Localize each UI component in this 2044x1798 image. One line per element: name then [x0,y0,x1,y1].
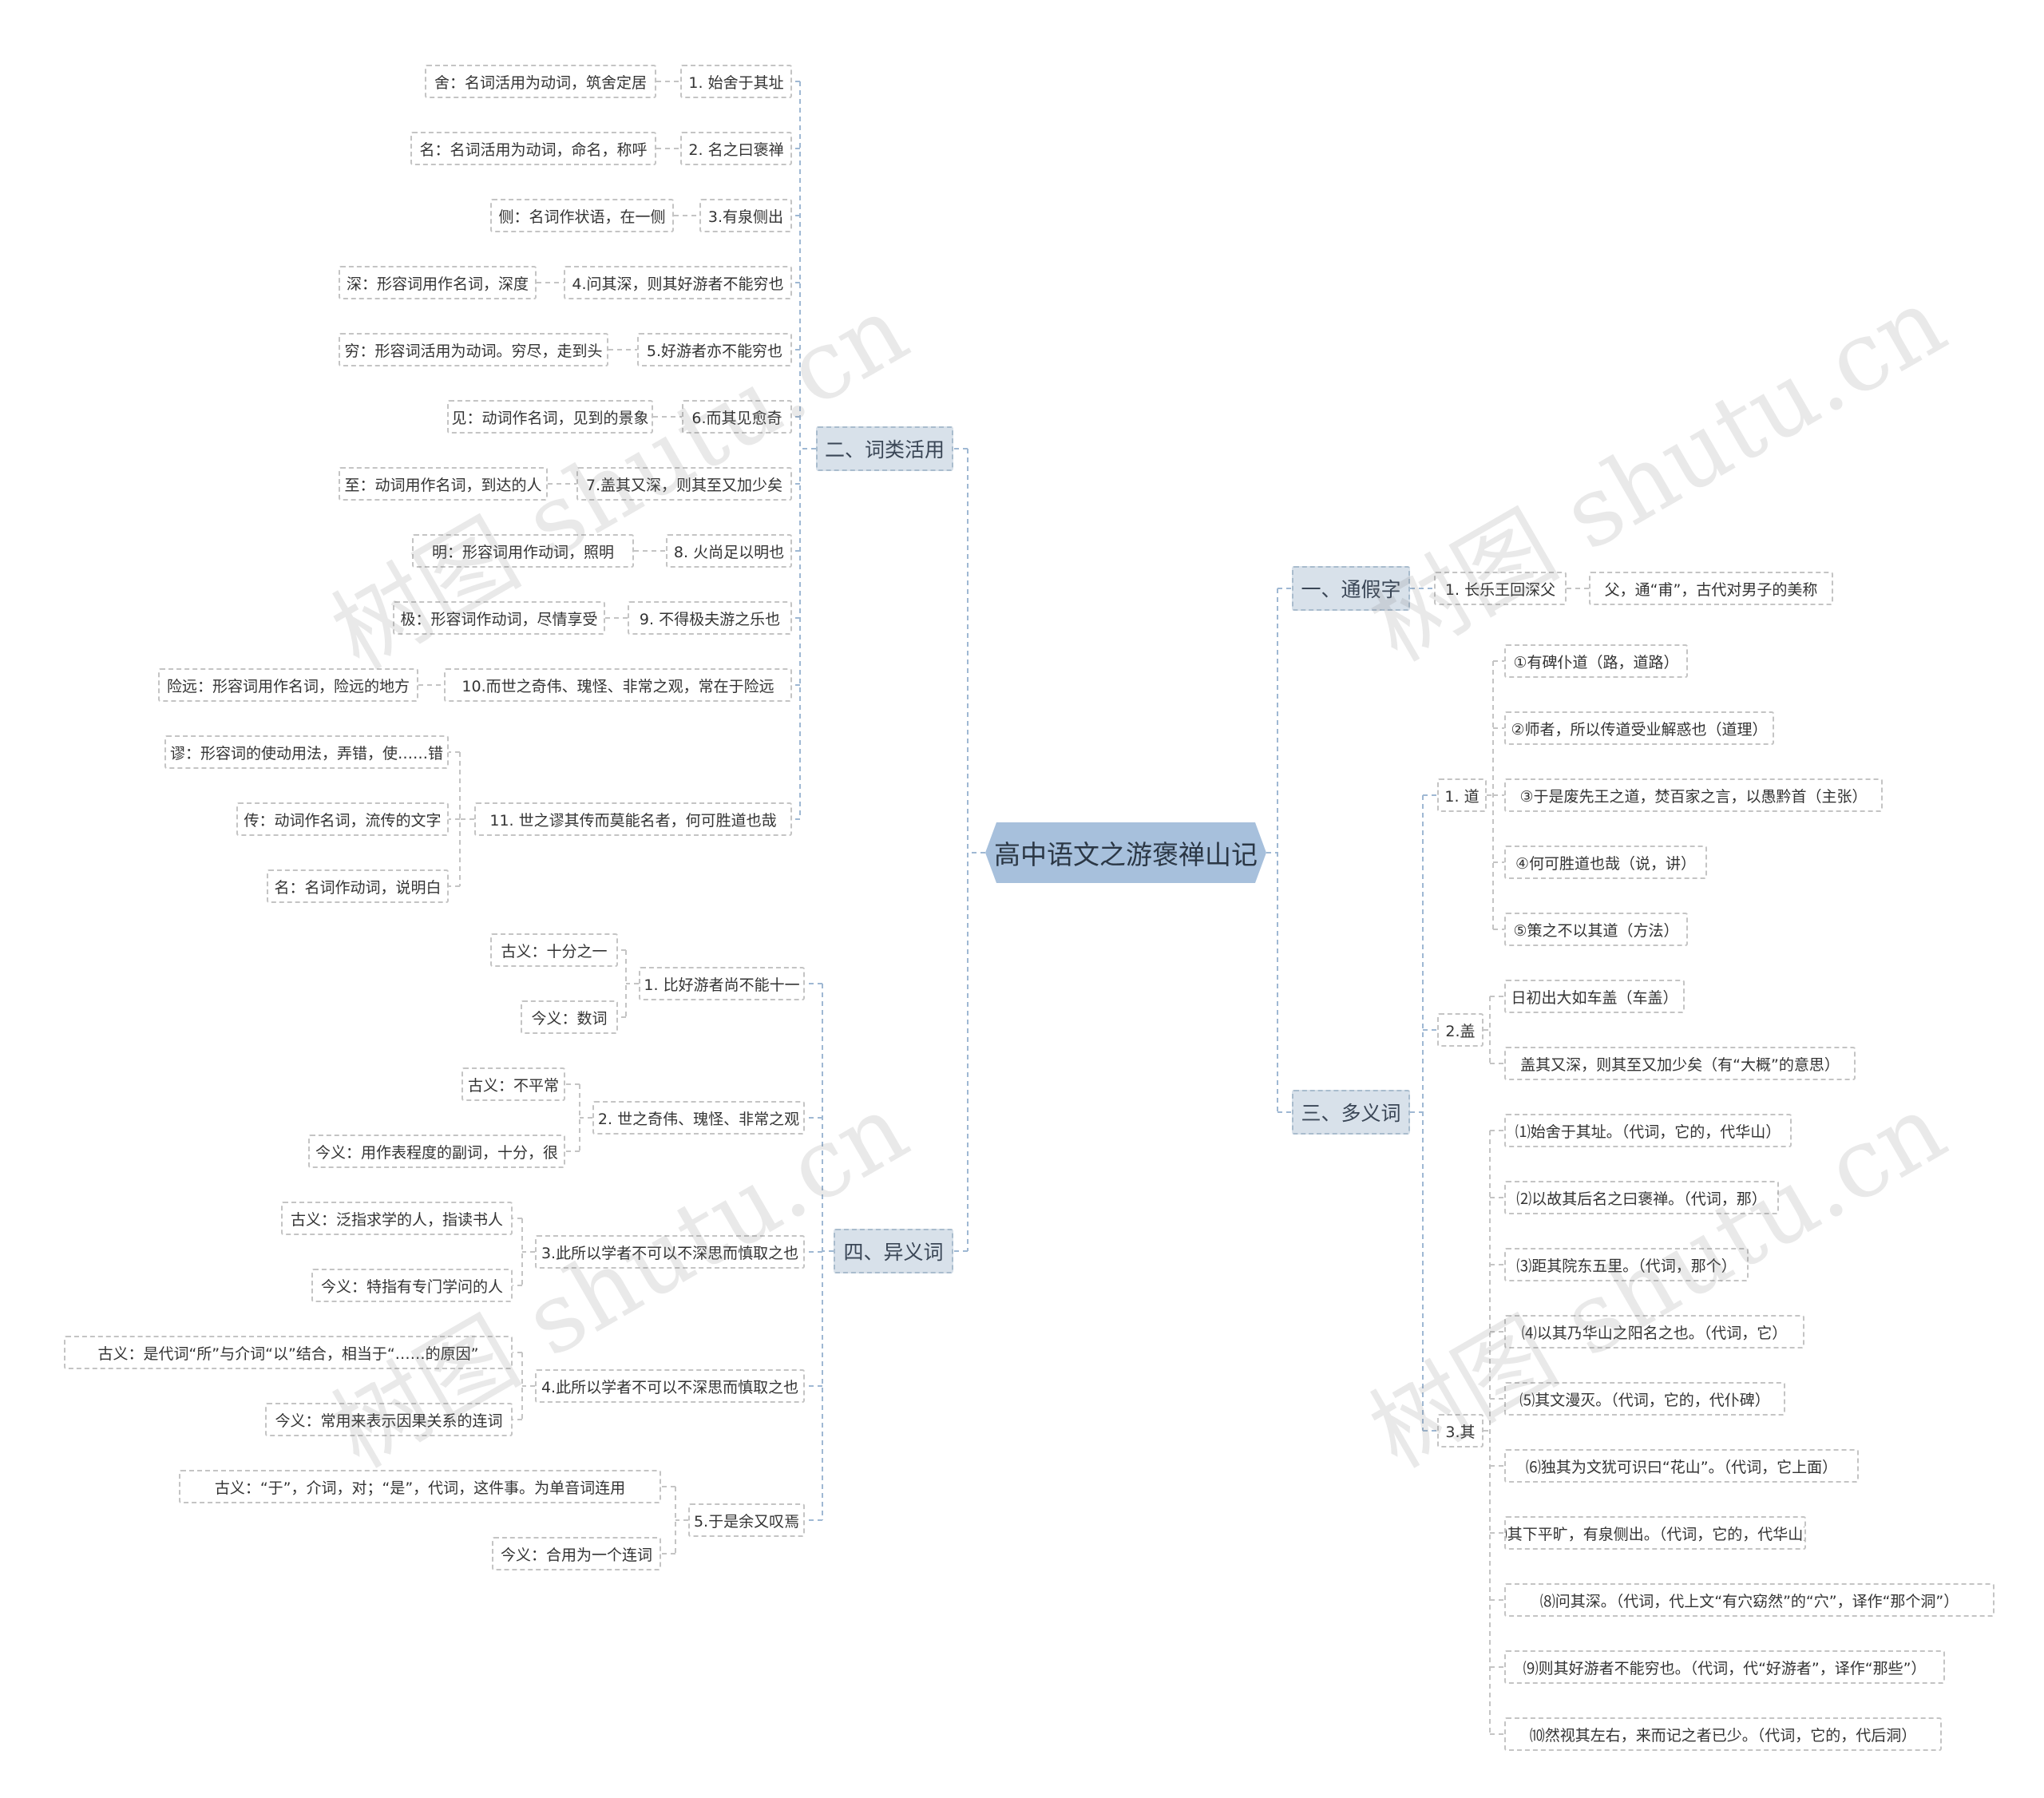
duoyi-note-1-4[interactable]: ④何可胜道也哉（说，讲） [1504,846,1707,879]
cilei-note-9[interactable]: 极：形容词作动词，尽情享受 [393,601,605,635]
cilei-note-6[interactable]: 见：动词作名词，见到的景象 [447,400,653,434]
cilei-note-1[interactable]: 舍：名词活用为动词，筑舍定居 [425,65,656,98]
duoyi-note-3-6[interactable]: ⑹独其为文犹可识曰“花山”。（代词，它上面） [1504,1449,1859,1483]
cilei-item-11[interactable]: 11. 世之谬其传而莫能名者，何可胜道也哉 [474,802,792,836]
duoyi-note-3-3[interactable]: ⑶距其院东五里。（代词，那个） [1504,1248,1749,1281]
yiyi-note-5-1[interactable]: 古义：“于”，介词，对；“是”，代词，这件事。为单音词连用 [179,1470,661,1503]
duoyi-item-3[interactable]: 3.其 [1437,1414,1483,1448]
cilei-item-8[interactable]: 8. 火尚足以明也 [666,534,792,568]
branch-tongjia[interactable]: 一、通假字 [1292,566,1410,611]
yiyi-note-2-2[interactable]: 今义：用作表程度的副词，十分，很 [308,1135,565,1168]
duoyi-note-1-5[interactable]: ⑤策之不以其道（方法） [1504,913,1688,946]
cilei-note-2[interactable]: 名：名词活用为动词，命名，称呼 [410,132,656,165]
yiyi-note-1-1[interactable]: 古义：十分之一 [490,933,618,967]
duoyi-note-2-1[interactable]: 日初出大如车盖（车盖） [1504,980,1685,1013]
yiyi-note-3-2[interactable]: 今义：特指有专门学问的人 [311,1269,513,1302]
cilei-item-5[interactable]: 5.好游者亦不能穷也 [637,333,792,366]
cilei-note-11-2[interactable]: 传：动词作名词，流传的文字 [236,802,449,836]
yiyi-note-4-2[interactable]: 今义：常用来表示因果关系的连词 [265,1403,513,1436]
root-node[interactable]: 高中语文之游褒禅山记 [985,822,1266,883]
cilei-note-3[interactable]: 侧：名词作状语，在一侧 [490,199,674,232]
duoyi-note-3-4[interactable]: ⑷以其乃华山之阳名之也。（代词，它） [1504,1315,1804,1348]
cilei-item-4[interactable]: 4.问其深，则其好游者不能穷也 [564,266,792,299]
duoyi-item-1[interactable]: 1. 道 [1437,778,1487,812]
cilei-note-10[interactable]: 险远：形容词用作名词，险远的地方 [158,668,418,702]
cilei-note-8[interactable]: 明：形容词用作动词，照明 [412,534,634,568]
cilei-item-3[interactable]: 3.有泉侧出 [699,199,792,232]
duoyi-note-3-10[interactable]: ⑽然视其左右，来而记之者已少。（代词，它的，代后洞） [1504,1717,1942,1751]
tongjia-item-1[interactable]: 1. 长乐王回深父 [1434,572,1567,605]
yiyi-note-5-2[interactable]: 今义：合用为一个连词 [492,1537,661,1570]
cilei-note-7[interactable]: 至：动词用作名词，到达的人 [339,467,548,501]
cilei-note-5[interactable]: 穷：形容词活用为动词。穷尽，走到头 [339,333,608,366]
yiyi-note-3-1[interactable]: 古义：泛指求学的人，指读书人 [281,1202,513,1235]
branch-yiyi[interactable]: 四、异义词 [834,1229,953,1273]
cilei-item-6[interactable]: 6.而其见愈奇 [682,400,792,434]
cilei-note-4[interactable]: 深：形容词用作名词，深度 [339,266,537,299]
duoyi-item-2[interactable]: 2.盖 [1437,1013,1483,1047]
yiyi-note-4-1[interactable]: 古义：是代词“所”与介词“以”结合，相当于“……的原因” [64,1336,513,1369]
duoyi-note-2-2[interactable]: 盖其又深，则其至又加少矣（有“大概”的意思） [1504,1047,1856,1080]
cilei-item-9[interactable]: 9. 不得极夫游之乐也 [628,601,792,635]
duoyi-note-1-2[interactable]: ②师者，所以传道受业解惑也（道理） [1504,711,1774,745]
yiyi-note-2-1[interactable]: 古义：不平常 [461,1067,565,1101]
cilei-note-11-3[interactable]: 名：名词作动词，说明白 [267,869,449,903]
duoyi-note-3-8[interactable]: ⑻问其深。（代词，代上文“有穴窈然”的“穴”，译作“那个洞”） [1504,1583,1994,1617]
tongjia-note-1[interactable]: 父，通“甫”，古代对男子的美称 [1589,572,1833,605]
yiyi-item-2[interactable]: 2. 世之奇伟、瑰怪、非常之观 [592,1101,805,1135]
branch-cilei[interactable]: 二、词类活用 [816,426,953,471]
cilei-item-10[interactable]: 10.而世之奇伟、瑰怪、非常之观，常在于险远 [444,668,792,702]
yiyi-item-1[interactable]: 1. 比好游者尚不能十一 [639,967,805,1000]
cilei-item-7[interactable]: 7.盖其又深，则其至又加少矣 [576,467,792,501]
branch-duoyi[interactable]: 三、多义词 [1292,1090,1410,1135]
duoyi-note-1-1[interactable]: ①有碑仆道（路，道路） [1504,644,1688,678]
duoyi-note-3-5[interactable]: ⑸其文漫灭。（代词，它的，代仆碑） [1504,1382,1785,1416]
duoyi-note-3-7[interactable]: ⑺其下平旷，有泉侧出。（代词，它的，代华山） [1504,1516,1806,1550]
yiyi-item-5[interactable]: 5.于是余又叹焉 [688,1503,805,1537]
duoyi-note-3-2[interactable]: ⑵以故其后名之曰褒禅。（代词，那） [1504,1181,1779,1214]
yiyi-note-1-2[interactable]: 今义：数词 [521,1000,618,1034]
cilei-item-1[interactable]: 1. 始舍于其址 [680,65,792,98]
yiyi-item-3[interactable]: 3.此所以学者不可以不深思而慎取之也 [535,1235,805,1269]
yiyi-item-4[interactable]: 4.此所以学者不可以不深思而慎取之也 [535,1369,805,1403]
duoyi-note-3-9[interactable]: ⑼则其好游者不能穷也。（代词，代“好游者”，译作“那些”） [1504,1650,1945,1684]
cilei-note-11-1[interactable]: 谬：形容词的使动用法，弄错，使……错 [164,735,449,769]
cilei-item-2[interactable]: 2. 名之曰褒禅 [680,132,792,165]
duoyi-note-1-3[interactable]: ③于是废先王之道，焚百家之言，以愚黔首（主张） [1504,778,1883,812]
duoyi-note-3-1[interactable]: ⑴始舍于其址。（代词，它的，代华山） [1504,1114,1792,1147]
